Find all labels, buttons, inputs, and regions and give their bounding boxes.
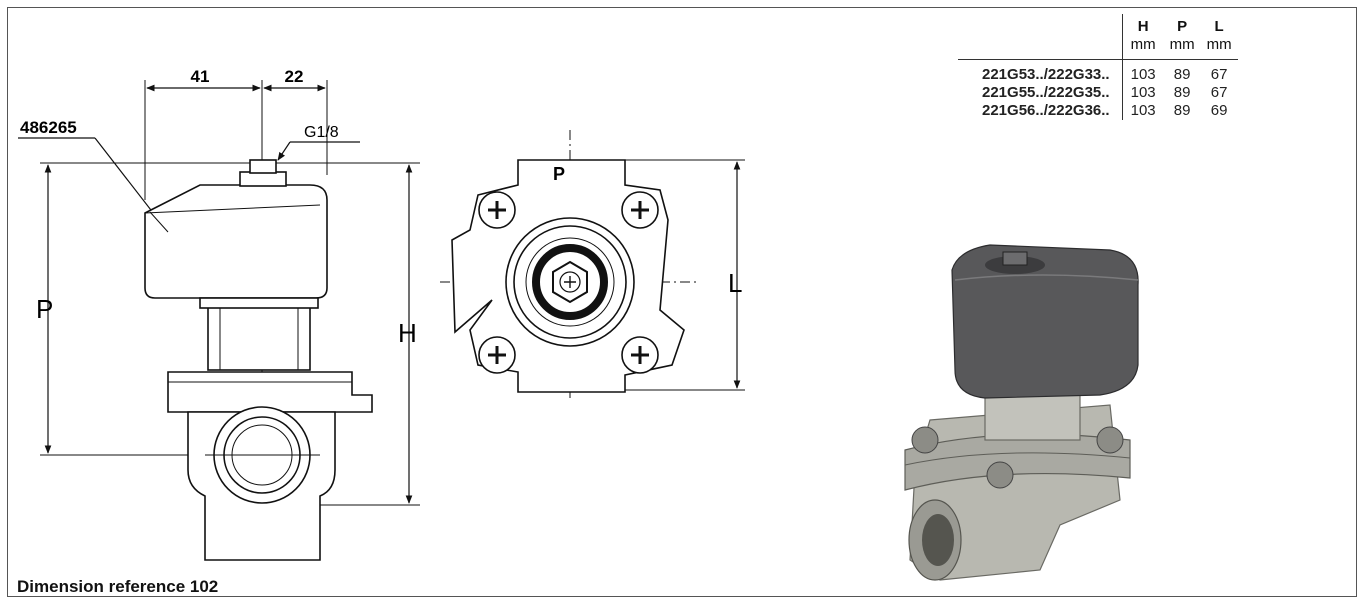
table-row: 221G56../222G36.. 103 89 69 [958,102,1238,120]
part-number-label: 486265 [20,118,77,137]
p-cell: 89 [1173,84,1191,101]
figure-frame [7,7,1357,597]
p-cell: 89 [1173,102,1191,119]
dimensions-table: H P L mm mm mm 221G53../222G33.. 103 89 … [958,14,1238,120]
h-cell: 103 [1121,59,1164,84]
port-size-label: G1/8 [304,124,339,141]
l-cell: 67 [1210,84,1228,101]
valve-side-view [18,80,420,561]
p-cell: 89 [1173,66,1191,83]
h-cell: 103 [1121,102,1164,120]
dim-p-top-label: P [553,164,565,184]
dim-p-side-label: P [36,294,53,324]
h-cell: 103 [1121,84,1164,102]
l-cell: 69 [1210,102,1228,119]
col-header-h: H [1121,14,1164,36]
col-header-p: P [1177,18,1188,35]
valve-top-view [440,130,745,398]
l-cell: 67 [1210,66,1228,83]
valve-product-photo [904,244,1139,581]
col-unit-l: mm [1200,36,1238,60]
table-row: 221G53../222G33.. 103 89 67 [958,59,1238,84]
col-unit-h: mm [1121,36,1164,60]
dim-l-label: L [728,268,742,298]
dim-h-label: H [398,318,417,348]
model-cell: 221G53../222G33.. [982,66,1110,83]
col-unit-p: mm [1163,36,1201,60]
model-cell: 221G56../222G36.. [982,102,1110,119]
col-header-l: L [1214,18,1224,35]
model-cell: 221G55../222G35.. [982,84,1110,101]
figure-caption: Dimension reference 102 [17,577,219,596]
dim-41-label: 41 [191,67,210,86]
dim-22-label: 22 [285,67,304,86]
table-row: 221G55../222G35.. 103 89 67 [958,84,1238,102]
